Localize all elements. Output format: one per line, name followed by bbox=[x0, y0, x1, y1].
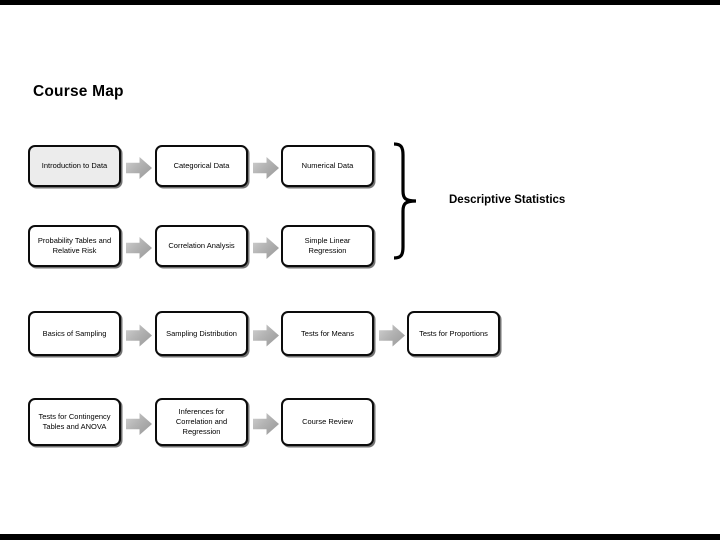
arrow-right-icon bbox=[253, 236, 279, 260]
node-tests-for-contingency-tables-and-anova: Tests for Contingency Tables and ANOVA bbox=[28, 398, 121, 446]
node-tests-for-proportions: Tests for Proportions bbox=[407, 311, 500, 356]
node-sampling-distribution: Sampling Distribution bbox=[155, 311, 248, 356]
node-categorical-data: Categorical Data bbox=[155, 145, 248, 187]
arrow-right-icon bbox=[126, 236, 152, 260]
node-course-review: Course Review bbox=[281, 398, 374, 446]
node-probability-tables-and-relative-risk: Probability Tables and Relative Risk bbox=[28, 225, 121, 267]
node-numerical-data: Numerical Data bbox=[281, 145, 374, 187]
node-tests-for-means: Tests for Means bbox=[281, 311, 374, 356]
arrow-right-icon bbox=[126, 412, 152, 436]
arrow-right-icon bbox=[379, 324, 405, 347]
arrow-right-icon bbox=[253, 412, 279, 436]
brace-label: Descriptive Statistics bbox=[449, 194, 566, 206]
arrow-right-icon bbox=[126, 324, 152, 347]
slide-title: Course Map bbox=[33, 83, 124, 100]
node-introduction-to-data: Introduction to Data bbox=[28, 145, 121, 187]
node-basics-of-sampling: Basics of Sampling bbox=[28, 311, 121, 356]
arrow-right-icon bbox=[253, 324, 279, 347]
bottom-edge-bar bbox=[0, 534, 720, 540]
node-inferences-for-correlation-and-regression: Inferences for Correlation and Regressio… bbox=[155, 398, 248, 446]
node-correlation-analysis: Correlation Analysis bbox=[155, 225, 248, 267]
top-edge-bar bbox=[0, 0, 720, 5]
right-curly-brace bbox=[393, 142, 417, 260]
arrow-right-icon bbox=[253, 156, 279, 180]
node-simple-linear-regression: Simple Linear Regression bbox=[281, 225, 374, 267]
arrow-right-icon bbox=[126, 156, 152, 180]
